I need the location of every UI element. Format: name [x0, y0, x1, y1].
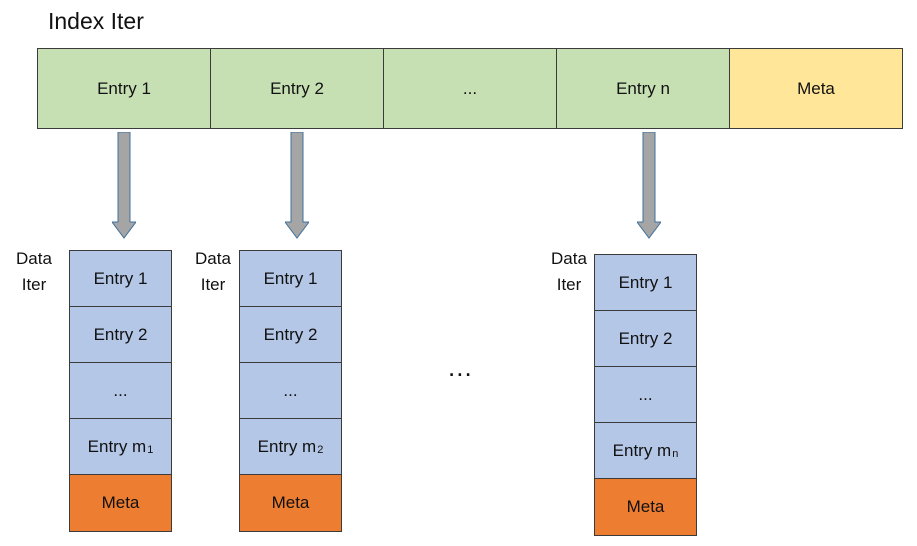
index-entry-1: Entry 1: [38, 49, 211, 128]
data-entry-1: Entry 1: [70, 251, 171, 307]
diagram-title: Index Iter: [48, 8, 144, 34]
data-entry-2: Entry 2: [70, 307, 171, 363]
data-meta: Meta: [240, 475, 341, 531]
down-arrow-icon: [112, 132, 136, 239]
data-entry-2: Entry 2: [595, 311, 696, 367]
index-entry-2: Entry 2: [211, 49, 384, 128]
data-meta: Meta: [595, 479, 696, 535]
data-iter-label-2: Data Iter: [195, 249, 231, 294]
data-entry-ellipsis: ...: [240, 363, 341, 419]
data-entry-ellipsis: ...: [70, 363, 171, 419]
down-arrow-icon: [637, 132, 661, 239]
data-entry-1: Entry 1: [240, 251, 341, 307]
data-entry-ellipsis: ...: [595, 367, 696, 423]
columns-ellipsis: ...: [448, 352, 473, 382]
data-iter-label-n: Data Iter: [551, 249, 587, 294]
index-meta: Meta: [730, 49, 902, 128]
data-entry-1: Entry 1: [595, 255, 696, 311]
data-iter-label-1: Data Iter: [16, 249, 52, 294]
down-arrow-icon: [285, 132, 309, 239]
index-iter-row: Entry 1 Entry 2 ... Entry n Meta: [37, 48, 903, 129]
index-entry-n: Entry n: [557, 49, 730, 128]
index-entry-ellipsis: ...: [384, 49, 557, 128]
data-entry-2: Entry 2: [240, 307, 341, 363]
data-meta: Meta: [70, 475, 171, 531]
